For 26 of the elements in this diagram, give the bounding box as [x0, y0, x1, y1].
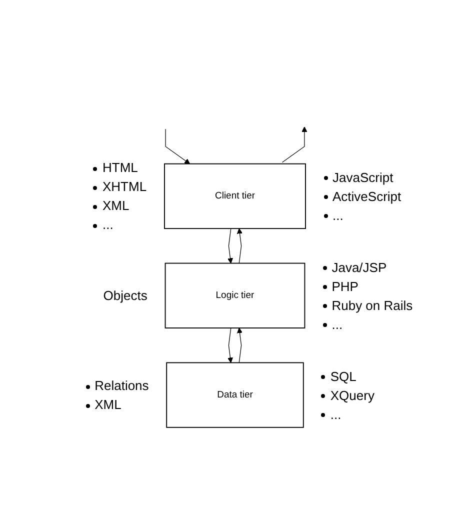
list-item: SQL — [330, 368, 356, 384]
arrow — [236, 228, 242, 264]
list-item: PHP — [332, 278, 358, 294]
list-item: ... — [332, 316, 343, 332]
list-item: Relations — [94, 378, 149, 394]
list-item: XML — [94, 397, 122, 412]
list-item: XQuery — [330, 388, 374, 403]
arrow — [228, 228, 234, 264]
list-item: HTML — [102, 160, 138, 176]
list-item: Ruby on Rails — [332, 298, 413, 313]
node-label: Logic tier — [216, 290, 254, 301]
arrow — [282, 126, 308, 163]
list-item: ... — [102, 217, 114, 232]
list-item: ... — [332, 208, 344, 223]
node-label: Client tier — [215, 190, 255, 202]
arrow — [228, 328, 234, 363]
list-item: Java/JSP — [332, 260, 387, 275]
list-item: ActiveScript — [332, 188, 402, 204]
arrow — [236, 328, 242, 363]
arrow — [165, 128, 190, 164]
list-item: JavaScript — [332, 170, 394, 185]
list-item: Objects — [103, 288, 148, 304]
list-item: ... — [330, 406, 342, 422]
list-item: XHTML — [102, 179, 147, 194]
list-item: XML — [102, 198, 130, 214]
node-label: Data tier — [217, 389, 253, 400]
